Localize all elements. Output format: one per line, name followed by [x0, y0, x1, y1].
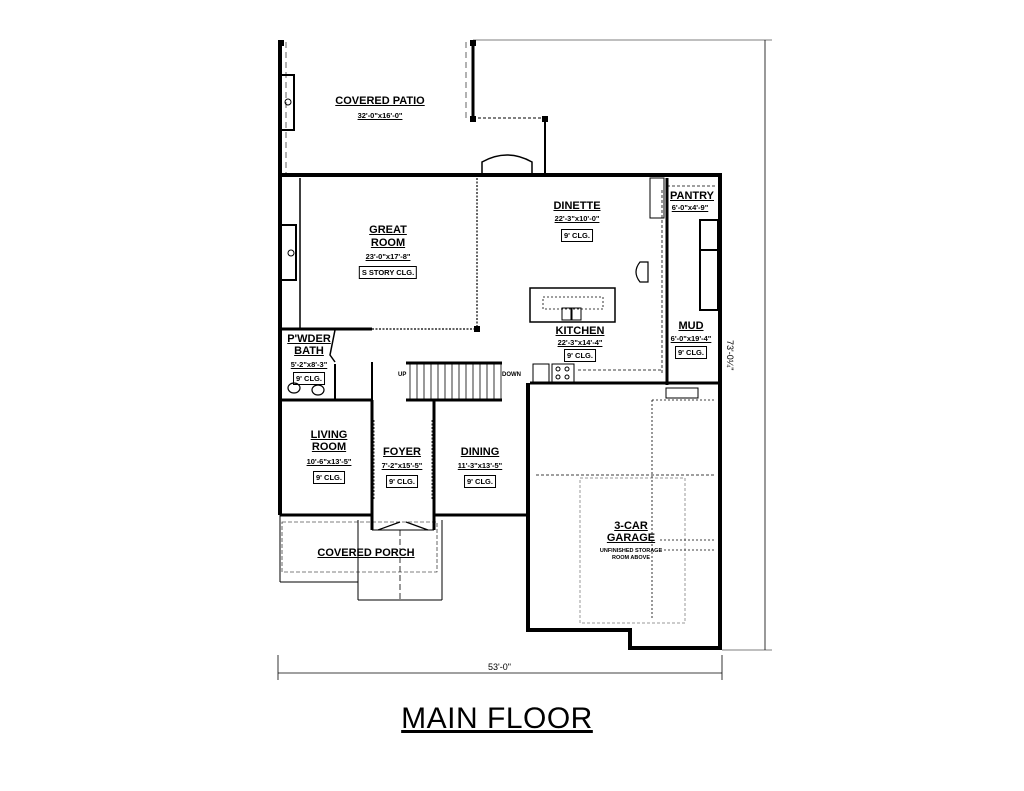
mud-ceiling: 9' CLG.	[675, 346, 707, 359]
powder-bath-size: 5'-2"x8'-3"	[290, 360, 328, 369]
overall-width-dimension: 53'-0"	[488, 662, 511, 672]
powder-bath-ceiling: 9' CLG.	[293, 372, 325, 385]
pantry-label: PANTRY	[670, 190, 714, 202]
mud-size: 6'-0"x19'-4"	[670, 334, 712, 343]
great-room-ceiling: S STORY CLG.	[358, 266, 418, 279]
dining-ceiling: 9' CLG.	[464, 475, 496, 488]
great-room-label-1: GREAT	[369, 224, 407, 236]
foyer-size: 7'-2"x15'-5"	[381, 461, 423, 470]
pantry-size: 6'-0"x4'-9"	[671, 203, 709, 212]
garage-label-1: 3-CAR	[614, 520, 648, 532]
kitchen-label: KITCHEN	[555, 325, 605, 337]
powder-bath-label-2: BATH	[294, 345, 324, 357]
living-room-label-1: LIVING	[310, 429, 348, 441]
foyer-label: FOYER	[383, 446, 421, 458]
page-title: MAIN FLOOR	[401, 702, 593, 735]
garage-note-2: ROOM ABOVE	[612, 555, 650, 561]
great-room-size: 23'-0"x17'-8"	[365, 252, 411, 261]
dinette-size: 22'-3"x10'-0"	[554, 214, 600, 223]
powder-bath-label-1: P'WDER	[287, 333, 331, 345]
living-room-size: 10'-6"x13'-5"	[306, 457, 352, 466]
stairs-down-label: DOWN	[502, 372, 521, 378]
dining-label: DINING	[460, 446, 500, 458]
dining-size: 11'-3"x13'-5"	[457, 461, 503, 470]
mud-label: MUD	[678, 320, 704, 332]
covered-porch-label: COVERED PORCH	[317, 547, 415, 559]
living-room-label-2: ROOM	[311, 441, 347, 453]
overall-depth-dimension: 73'-0¼"	[725, 340, 735, 371]
garage-note-1: UNFINISHED STORAGE	[599, 548, 663, 554]
dinette-ceiling: 9' CLG.	[561, 229, 593, 242]
foyer-ceiling: 9' CLG.	[386, 475, 418, 488]
stairs-up-label: UP	[398, 372, 407, 378]
kitchen-ceiling: 9' CLG.	[564, 349, 596, 362]
covered-patio-size: 32'-0"x16'-0"	[357, 111, 403, 120]
living-room-ceiling: 9' CLG.	[313, 471, 345, 484]
kitchen-size: 22'-3"x14'-4"	[557, 338, 603, 347]
dinette-label: DINETTE	[553, 200, 601, 212]
garage-label-2: GARAGE	[606, 532, 656, 544]
great-room-label-2: ROOM	[370, 237, 406, 249]
covered-patio-label: COVERED PATIO	[335, 95, 425, 107]
